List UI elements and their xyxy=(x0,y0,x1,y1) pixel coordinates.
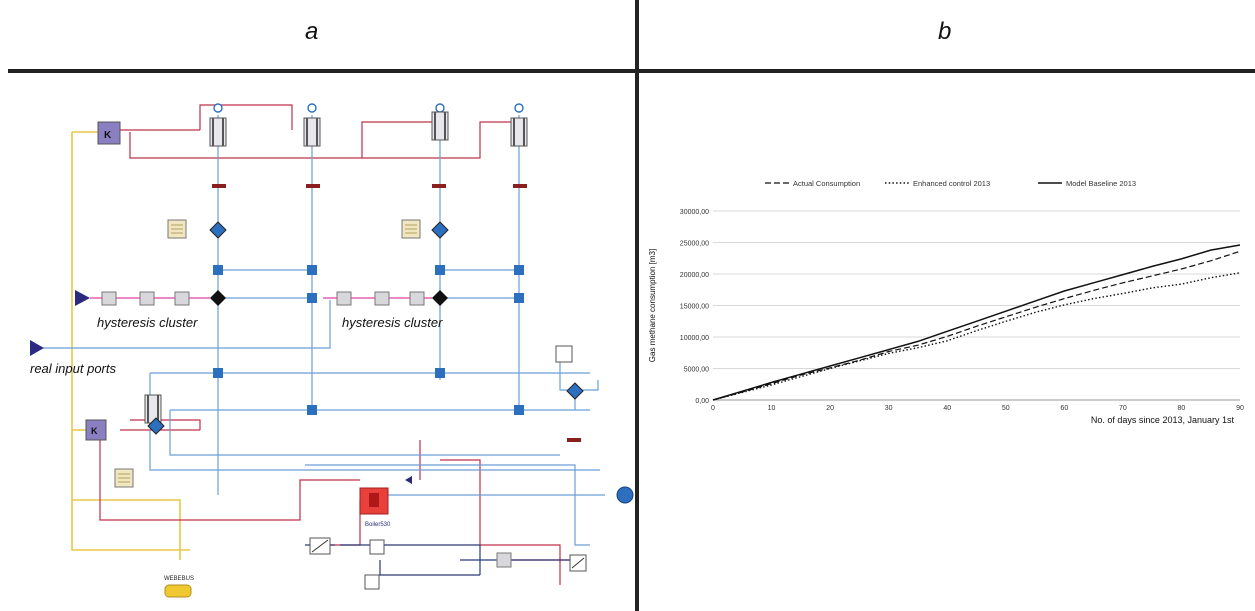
x-tick-label: 80 xyxy=(1178,405,1186,412)
system-diagram: K K Boiler530 WEBEBUS xyxy=(30,103,634,598)
table-blocks xyxy=(114,219,421,488)
y-tick-label: 20000,00 xyxy=(680,272,709,279)
hysteresis-cluster-label-2: hysteresis cluster xyxy=(342,315,443,330)
x-tick-label: 90 xyxy=(1236,405,1244,412)
svg-text:WEBEBUS: WEBEBUS xyxy=(164,576,194,582)
weather-bus xyxy=(164,584,192,598)
x-axis-title: No. of days since 2013, January 1st xyxy=(1091,415,1235,425)
x-tick-label: 70 xyxy=(1119,405,1127,412)
series-line-1 xyxy=(712,250,1241,401)
input-port-triangles xyxy=(30,290,90,356)
panel-divider xyxy=(635,0,639,611)
header-divider xyxy=(8,69,1255,73)
y-tick-label: 25000,00 xyxy=(680,241,709,248)
x-tick-label: 30 xyxy=(885,405,893,412)
x-tick-label: 10 xyxy=(768,405,776,412)
x-tick-label: 40 xyxy=(943,405,951,412)
hysteresis-cluster-label-1: hysteresis cluster xyxy=(97,315,198,330)
temperature-sensors xyxy=(212,184,581,442)
y-tick-label: 30000,00 xyxy=(680,209,709,216)
bus-lines xyxy=(71,131,190,560)
k-gain-blocks xyxy=(85,121,121,441)
x-tick-label: 60 xyxy=(1060,405,1068,412)
heat-sink xyxy=(616,486,634,504)
panel-a-label: a xyxy=(305,18,319,45)
top-connectors xyxy=(213,103,524,113)
real-input-ports-label: real input ports xyxy=(30,361,116,376)
pipe-junctions xyxy=(213,265,524,415)
svg-text:Boiler530: Boiler530 xyxy=(365,522,391,528)
y-tick-label: 10000,00 xyxy=(680,335,709,342)
y-tick-label: 0,00 xyxy=(695,398,709,405)
storage-tanks xyxy=(144,111,528,424)
svg-text:K: K xyxy=(104,130,112,141)
consumption-chart: 0,00 5000,00 10000,00 15000,00 20000,00 25000… xyxy=(648,179,1244,425)
legend-label-1: Actual Consumption xyxy=(793,179,860,188)
y-axis-title: Gas methane consumption [m3] xyxy=(648,249,657,362)
hysteresis-blocks xyxy=(101,291,425,306)
x-tick-label: 50 xyxy=(1002,405,1010,412)
signal-wires xyxy=(99,104,575,585)
svg-text:K: K xyxy=(91,426,98,436)
panel-b-label: b xyxy=(938,18,952,45)
legend-label-3: Model Baseline 2013 xyxy=(1066,179,1136,188)
legend-label-2: Enhanced control 2013 xyxy=(913,179,990,188)
control-blocks xyxy=(309,345,587,590)
y-tick-label: 15000,00 xyxy=(680,304,709,311)
control-lines xyxy=(305,544,575,576)
series-line-3 xyxy=(712,244,1241,401)
pump-valves xyxy=(147,221,584,435)
y-tick-label: 5000,00 xyxy=(684,367,709,374)
series-line-2 xyxy=(712,272,1241,401)
x-tick-label: 0 xyxy=(711,405,715,412)
x-tick-label: 20 xyxy=(826,405,834,412)
